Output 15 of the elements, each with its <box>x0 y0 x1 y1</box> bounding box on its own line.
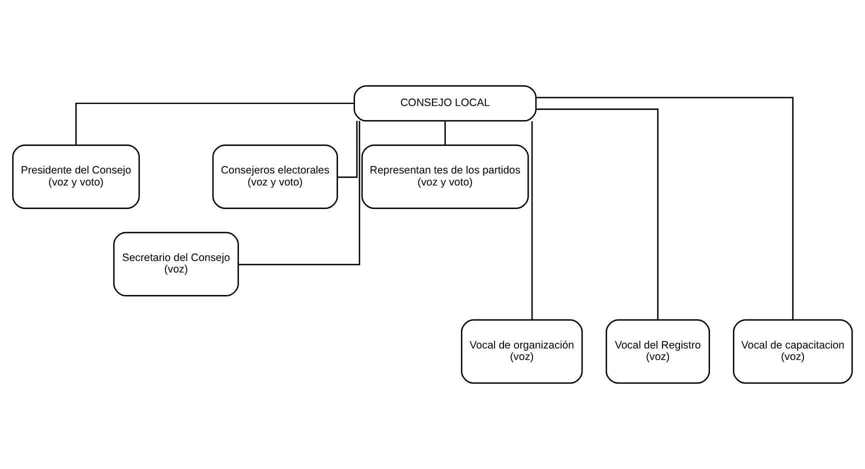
connector <box>531 121 533 320</box>
node-box: Secretario del Consejo (voz) <box>113 232 239 296</box>
node-box: Vocal del Registro (voz) <box>606 319 710 384</box>
node-box: CONSEJO LOCAL <box>354 85 537 122</box>
node-box: Representan tes de los partidos (voz y voto) <box>361 144 529 209</box>
connector <box>536 96 794 320</box>
node-box: Consejeros electorales (voz y voto) <box>212 144 338 209</box>
connector <box>444 121 446 146</box>
node-box: Vocal de organización (voz) <box>460 319 583 384</box>
connector <box>75 102 354 145</box>
connector <box>338 120 358 178</box>
connector <box>238 120 360 266</box>
connector <box>536 108 659 320</box>
node-box: Presidente del Consejo (voz y voto) <box>12 144 140 209</box>
node-box: Vocal de capacitacion (voz) <box>732 319 853 384</box>
